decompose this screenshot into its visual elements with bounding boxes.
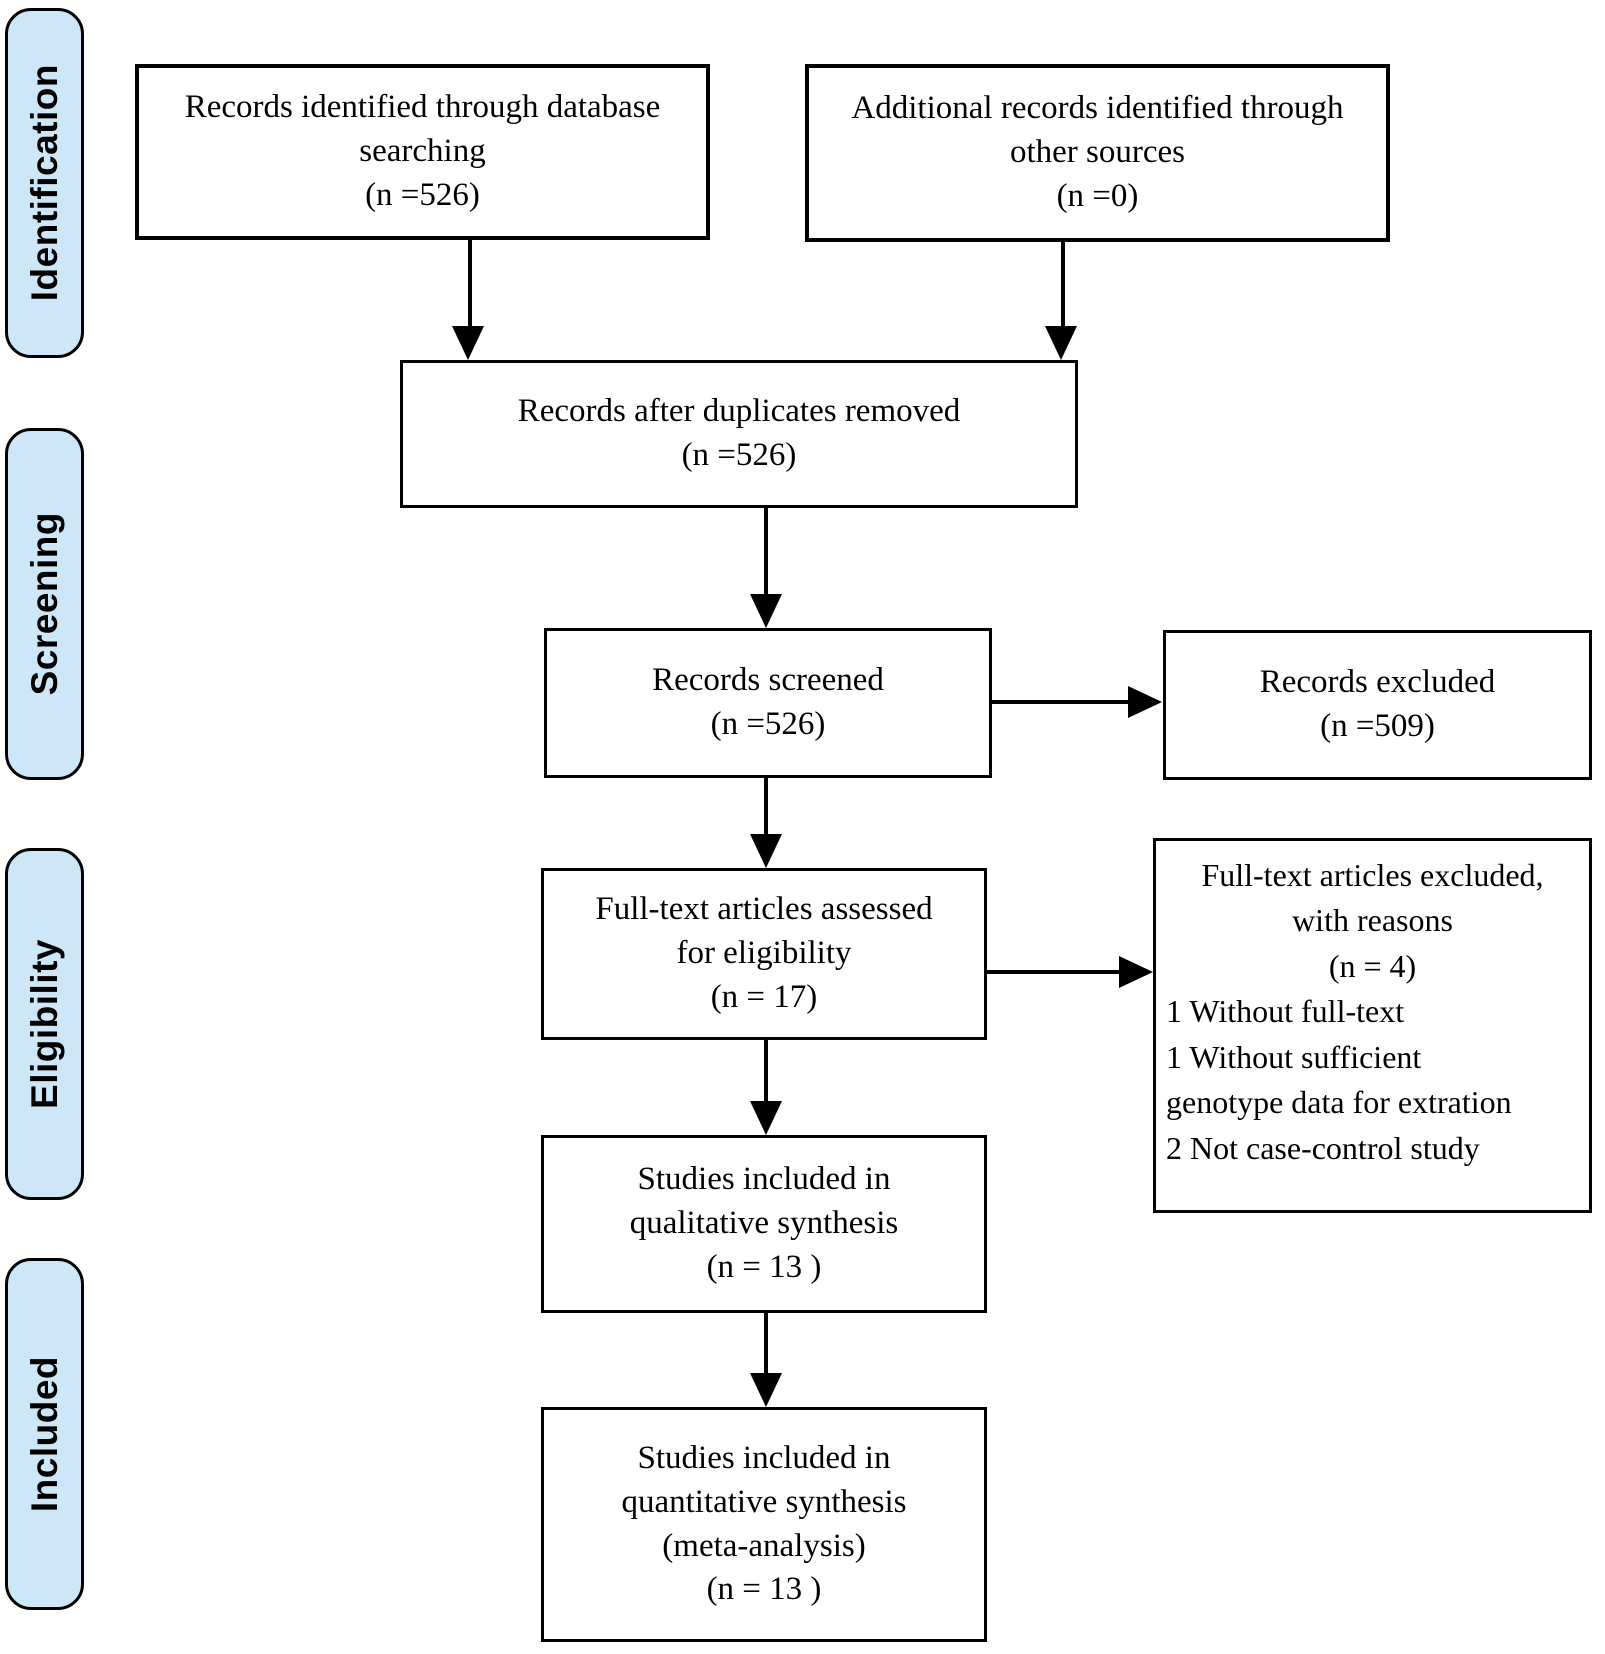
box-fulltext-assessed: Full-text articles assessed for eligibil…: [541, 868, 987, 1040]
arrowhead-down-icon: [750, 594, 782, 628]
box-records-screened: Records screened (n =526): [544, 628, 992, 778]
arrow-line: [764, 1313, 768, 1375]
fulltext-excluded-reasons: 1 Without full-text 1 Without sufficient…: [1166, 993, 1512, 1166]
phase-bar-included: Included: [5, 1258, 84, 1610]
arrow-line: [468, 240, 472, 328]
box-fulltext-excluded: Full-text articles excluded, with reason…: [1153, 838, 1592, 1213]
arrowhead-down-icon: [750, 1373, 782, 1407]
fulltext-excluded-header: Full-text articles excluded, with reason…: [1201, 857, 1544, 984]
arrowhead-down-icon: [1045, 326, 1077, 360]
box-qualitative-synthesis: Studies included in qualitative synthesi…: [541, 1135, 987, 1313]
phase-label-included: Included: [23, 1355, 65, 1513]
arrowhead-down-icon: [750, 1101, 782, 1135]
arrow-line: [764, 778, 768, 836]
arrowhead-down-icon: [452, 326, 484, 360]
phase-bar-eligibility: Eligibility: [5, 848, 84, 1200]
arrow-line: [987, 970, 1121, 974]
phase-label-screening: Screening: [23, 512, 65, 696]
arrowhead-right-icon: [1119, 956, 1153, 988]
arrow-line: [992, 700, 1130, 704]
box-after-duplicates: Records after duplicates removed (n =526…: [400, 360, 1078, 508]
phase-label-eligibility: Eligibility: [23, 939, 65, 1109]
arrow-line: [1061, 242, 1065, 328]
box-additional-records: Additional records identified through ot…: [805, 64, 1390, 242]
arrow-line: [764, 508, 768, 596]
arrowhead-down-icon: [750, 834, 782, 868]
phase-bar-identification: Identification: [5, 8, 84, 358]
phase-bar-screening: Screening: [5, 428, 84, 780]
arrowhead-right-icon: [1128, 686, 1162, 718]
phase-label-identification: Identification: [23, 64, 65, 302]
box-records-identified: Records identified through database sear…: [135, 64, 710, 240]
box-records-excluded: Records excluded (n =509): [1163, 630, 1592, 780]
box-quantitative-synthesis: Studies included in quantitative synthes…: [541, 1407, 987, 1642]
arrow-line: [764, 1040, 768, 1103]
